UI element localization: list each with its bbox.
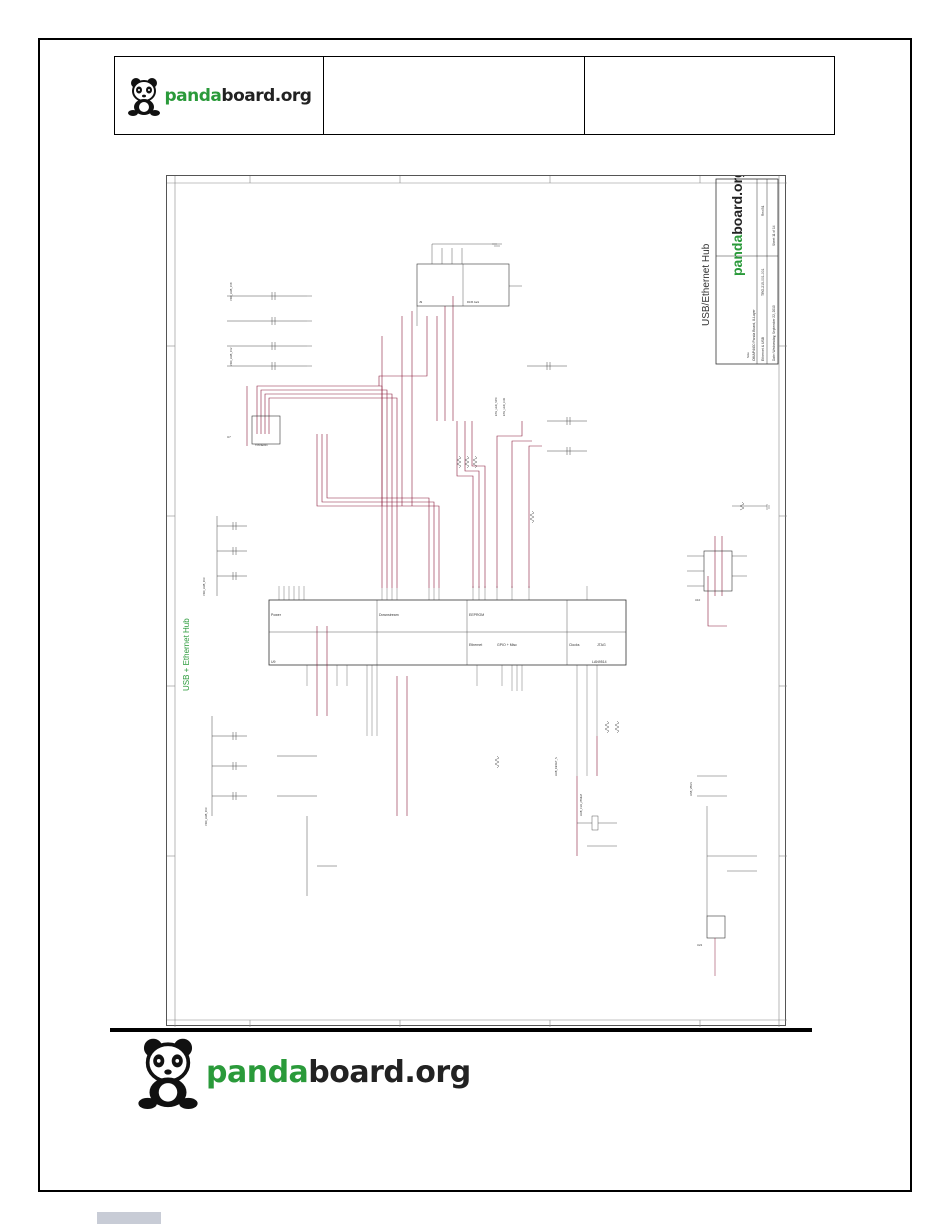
- header-logo-cell: pandaboard.org: [115, 57, 324, 134]
- title-block-sheet-num: 11: [772, 233, 776, 237]
- net-label-vbus: USB_VBUS: [689, 782, 693, 796]
- svg-text:Clocks: Clocks: [569, 643, 580, 647]
- svg-text:RJ45 Jack: RJ45 Jack: [467, 300, 480, 304]
- title-block-size-label: Size: [746, 352, 750, 358]
- panda-logo-icon: [127, 77, 160, 116]
- schematic-drawing: pandaboard.org OMAP4430 Panda Board, 8-L…: [167, 169, 787, 1027]
- header-logo-text: pandaboard.org: [164, 85, 312, 106]
- svg-text:U9: U9: [271, 660, 276, 664]
- svg-text:Ethernet: Ethernet: [469, 643, 482, 647]
- title-block: pandaboard.org OMAP4430 Panda Board, 8-L…: [715, 169, 779, 365]
- capacitor-array-left: [211, 292, 337, 896]
- title-block-project: OMAP4430 Panda Board, 8-Layer: [752, 308, 756, 361]
- svg-text:GPIO + Misc: GPIO + Misc: [497, 643, 517, 647]
- net-label-clk: HUB_CLK_25MHZ: [579, 794, 583, 816]
- title-block-rev: B1: [761, 205, 765, 209]
- net-label-0b: VDD_HUB_3V3: [204, 807, 208, 826]
- page-border: [38, 38, 912, 1192]
- header-table: pandaboard.org: [114, 56, 835, 135]
- main-ic-u9: Power Downstream EEPROM Ethernet GPIO + …: [268, 599, 627, 666]
- rj45-connector-j9: J9 RJ45 Jack: [416, 263, 510, 307]
- svg-text:Rev B1: Rev B1: [761, 205, 765, 216]
- title-block-date-label: Date:: [772, 353, 776, 361]
- title-block-logo: pandaboard.org: [729, 176, 745, 276]
- schematic-title: USB/Ethernet Hub: [701, 243, 712, 326]
- svg-text:EEPROM: EEPROM: [469, 613, 484, 617]
- net-label-1: VDD_HUB_1V8: [229, 282, 233, 301]
- net-label-0: VDD_HUB_3V3: [202, 577, 206, 596]
- net-label-eth-led-lnk: ETH_LED_LNK: [502, 398, 506, 416]
- crystal: [577, 815, 617, 847]
- net-label-2: VDD_HUB_1V2: [229, 347, 233, 366]
- title-block-doc-number: TRG-215-001-001: [761, 268, 765, 296]
- title-block-sheet-label: Sheet: [772, 238, 776, 246]
- net-label-hub-reset: HUB_RESET_N: [554, 757, 558, 776]
- footer-logo: pandaboard.org: [136, 1035, 471, 1109]
- header-cell-right: [585, 57, 834, 134]
- svg-text:TPD4E001: TPD4E001: [255, 443, 268, 447]
- footer-logo-text: pandaboard.org: [206, 1054, 471, 1090]
- net-label-eth-led-spd: ETH_LED_SPD: [494, 397, 498, 416]
- header-cell-middle: [324, 57, 585, 134]
- svg-text:U22: U22: [697, 943, 703, 947]
- regulator-u10: U10: [695, 550, 733, 602]
- svg-text:Date: Wednesday, September 22,: Date: Wednesday, September 22, 2010: [772, 305, 776, 361]
- section-label: USB + Ethernet Hub: [182, 618, 191, 691]
- title-block-of-label: of: [772, 230, 776, 233]
- svg-text:Power: Power: [271, 613, 282, 617]
- svg-text:LAN9514: LAN9514: [592, 660, 607, 664]
- title-block-sheet-title: Ethernet & USB: [761, 336, 765, 361]
- footer-rule: [110, 1028, 812, 1032]
- svg-text:Downstream: Downstream: [379, 613, 399, 617]
- svg-text:U10: U10: [695, 598, 701, 602]
- svg-text:U7: U7: [227, 435, 231, 439]
- title-block-sheet-of: 14: [772, 225, 776, 229]
- svg-text:J9: J9: [419, 300, 423, 304]
- schematic-sheet: pandaboard.org OMAP4430 Panda Board, 8-L…: [166, 169, 787, 1027]
- switch-u22: U22: [697, 915, 726, 947]
- esd-u7: U7 TPD4E001: [227, 415, 281, 447]
- title-block-rev-label: Rev: [761, 210, 765, 216]
- title-block-date: Wednesday, September 22, 2010: [772, 305, 776, 352]
- resistor-group: [456, 455, 620, 769]
- svg-text:Sheet 11 of 14: Sheet 11 of 14: [772, 225, 776, 246]
- svg-text:JTAG: JTAG: [597, 643, 606, 647]
- panda-logo-icon: [138, 1038, 198, 1109]
- page-tab[interactable]: [97, 1212, 161, 1224]
